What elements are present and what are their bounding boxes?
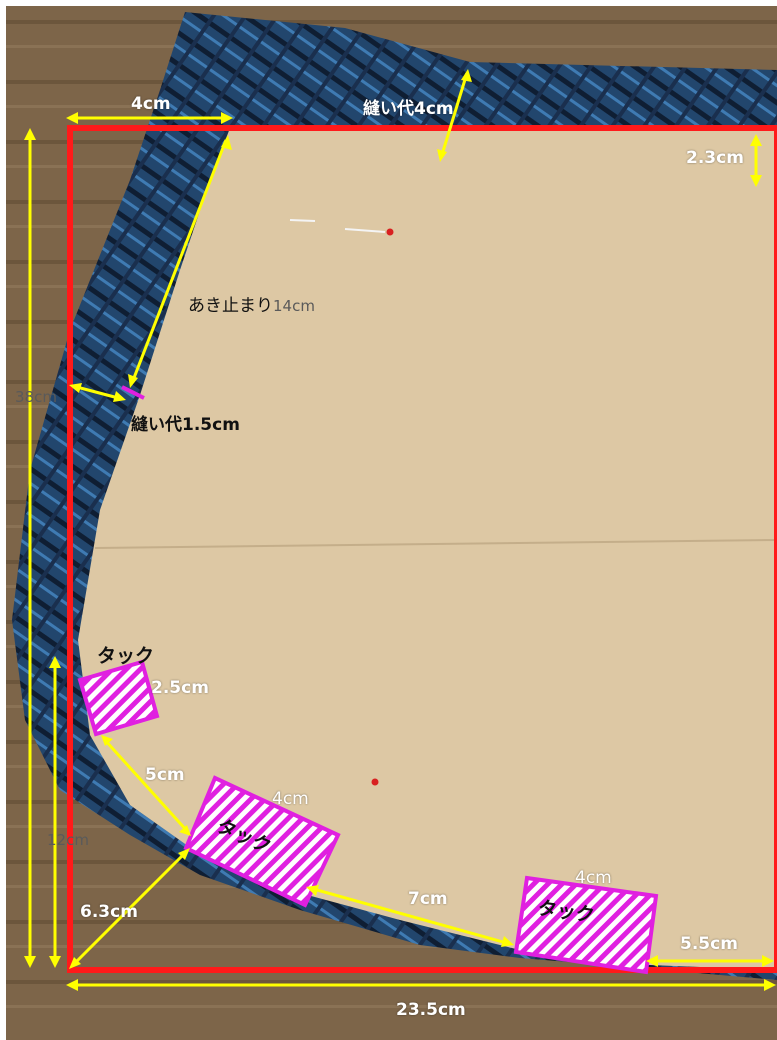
- opening-stop-text: あき止まり: [188, 296, 273, 316]
- tuck-2-marker: [183, 775, 341, 908]
- opening-stop-length: 14cm: [273, 297, 315, 315]
- left-lower-height-label: 12cm: [47, 831, 89, 849]
- bottom-right-label: 5.5cm: [680, 934, 738, 954]
- top-right-height-label: 2.3cm: [686, 148, 744, 168]
- tuck-1-title: タック: [97, 645, 155, 667]
- tuck-2-width-label: 4cm: [272, 789, 309, 809]
- paper-pattern: [78, 128, 777, 970]
- paper-fold-line: [94, 539, 777, 549]
- bottom-total-label: 23.5cm: [396, 1000, 466, 1020]
- left-height-label: 38cm: [15, 388, 57, 406]
- corner-diagonal-label: 6.3cm: [80, 902, 138, 922]
- opening-stop-mark: [121, 385, 145, 400]
- opening-stop-label: あき止まり14cm: [188, 296, 315, 316]
- top-left-width-label: 4cm: [131, 94, 171, 114]
- tuck-3-width-label: 4cm: [575, 868, 612, 888]
- pin: [386, 228, 394, 236]
- gap-1-label: 5cm: [145, 765, 185, 785]
- dimension-arrows: [24, 69, 776, 991]
- frame-left: [0, 0, 6, 1040]
- side-seam-allowance-label: 縫い代1.5cm: [131, 415, 240, 435]
- tuck-1-width-label: 2.5cm: [151, 678, 209, 698]
- top-seam-allowance-label: 縫い代4cm: [363, 99, 454, 119]
- red-outline: [67, 125, 777, 973]
- gap-2-label: 7cm: [408, 889, 448, 909]
- frame-top: [0, 0, 777, 6]
- pin: [371, 778, 379, 786]
- tuck-1-marker: [77, 659, 160, 737]
- tuck-3-marker: [513, 875, 659, 975]
